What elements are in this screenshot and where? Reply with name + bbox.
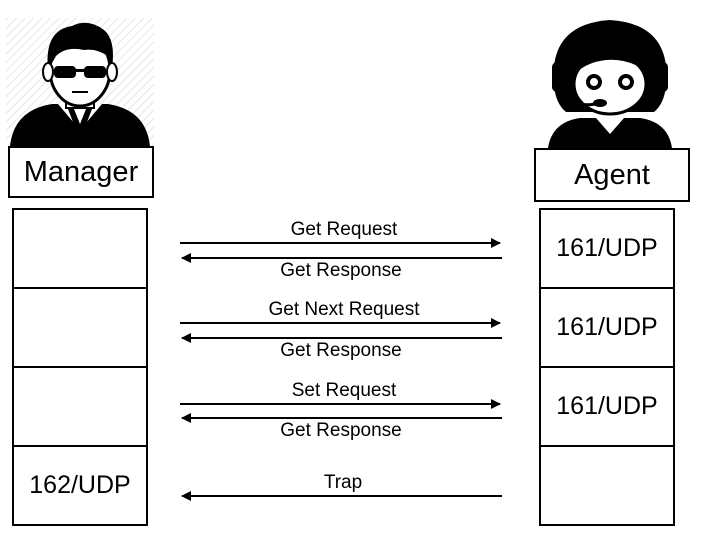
manager-port-cell-2 bbox=[12, 287, 148, 368]
agent-port-cell-3: 161/UDP bbox=[539, 366, 675, 447]
agent-title: Agent bbox=[534, 148, 690, 202]
message-label-set-request: Set Request bbox=[291, 380, 397, 401]
message-label-get-response-2: Get Response bbox=[280, 340, 402, 361]
agent-person-icon bbox=[548, 20, 672, 148]
message-label-get-next-request: Get Next Request bbox=[268, 299, 420, 320]
message-label-get-request: Get Request bbox=[290, 219, 398, 240]
agent-port-cell-1: 161/UDP bbox=[539, 208, 675, 289]
agent-port-cell-4 bbox=[539, 445, 675, 526]
manager-port-cell-1 bbox=[12, 208, 148, 289]
manager-person-icon bbox=[6, 18, 154, 146]
manager-port-cell-4: 162/UDP bbox=[12, 445, 148, 526]
message-label-get-response-1: Get Response bbox=[280, 260, 402, 281]
message-label-get-response-3: Get Response bbox=[280, 420, 402, 441]
message-label-trap: Trap bbox=[323, 472, 363, 493]
manager-title: Manager bbox=[8, 146, 154, 198]
agent-port-cell-2: 161/UDP bbox=[539, 287, 675, 368]
